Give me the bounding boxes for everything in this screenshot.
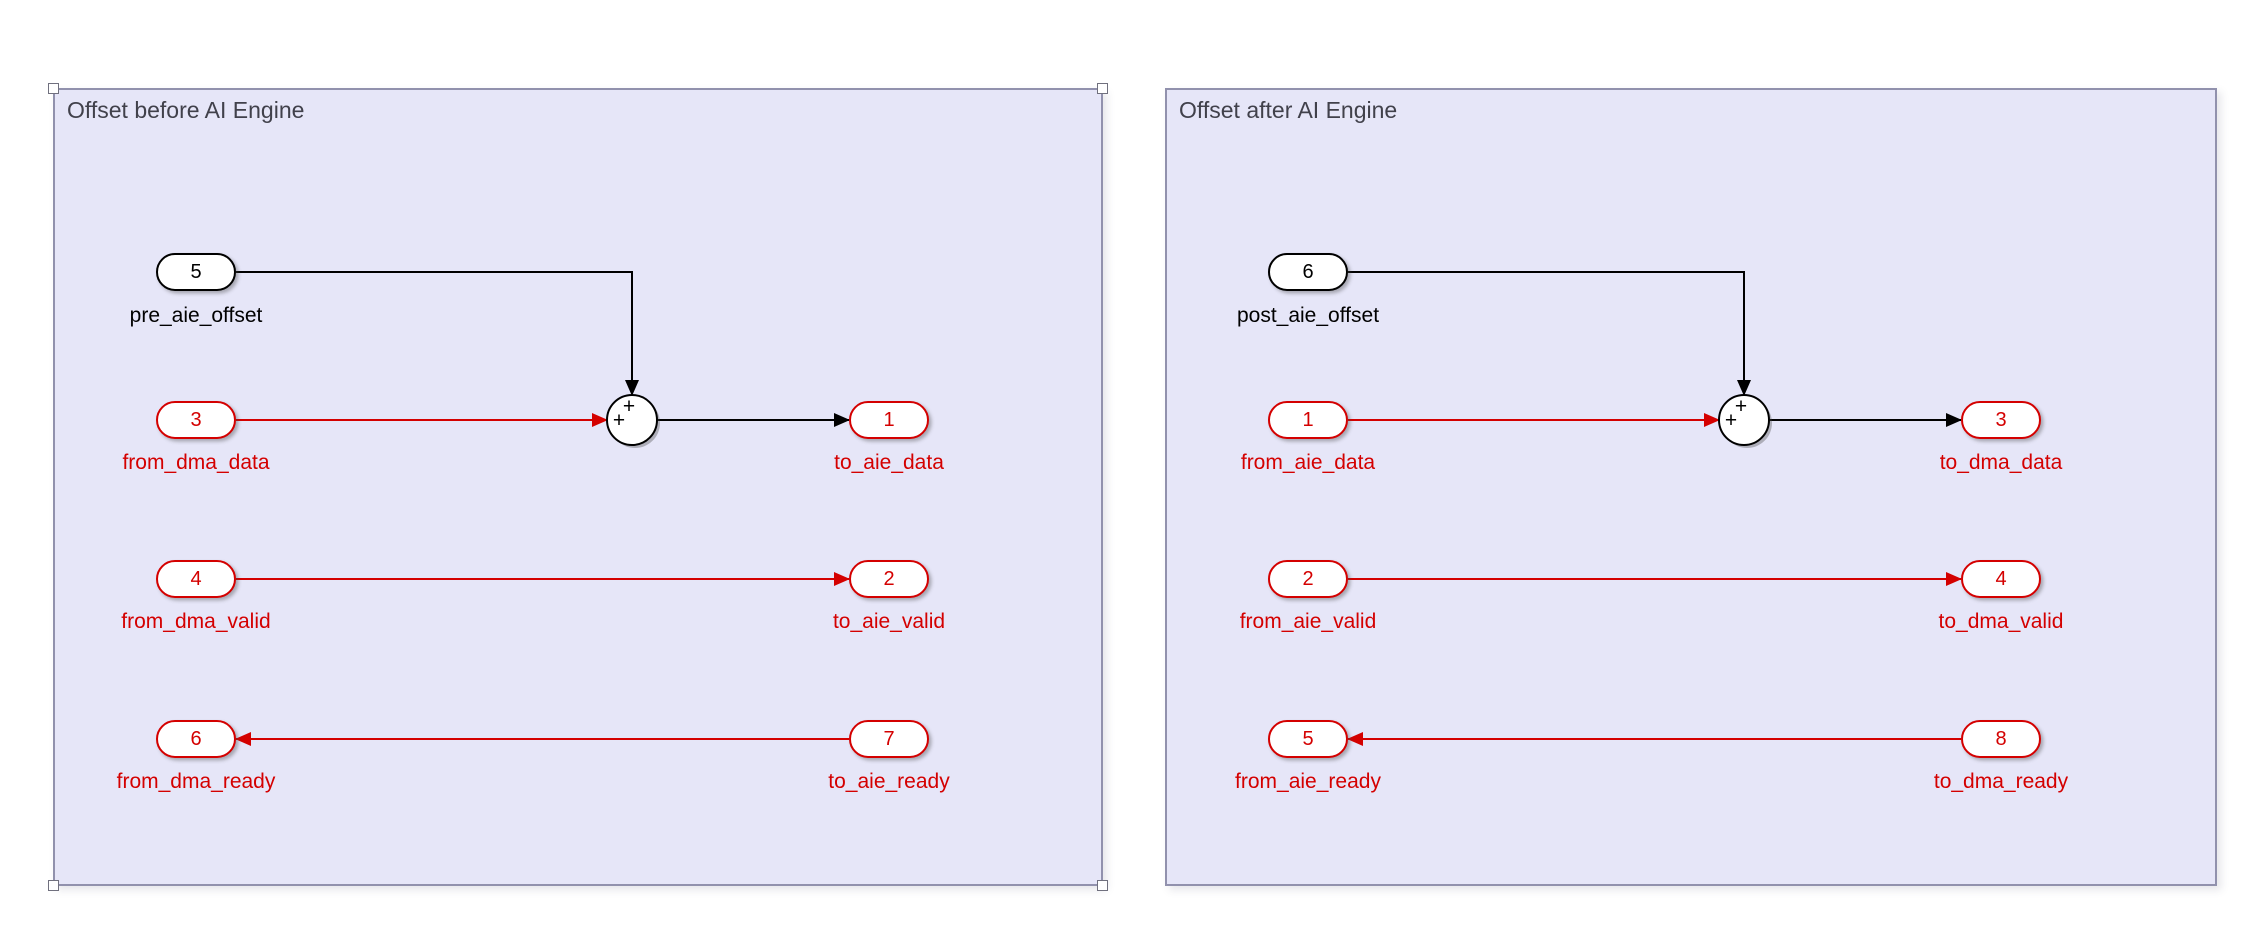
port-to-aie-ready[interactable]: 7 [849, 720, 929, 758]
port-from-aie-ready[interactable]: 5 [1268, 720, 1348, 758]
annotation-area-offset-before-ai-engine[interactable]: Offset before AI Engine + + 5 [48, 83, 1108, 891]
sum-sign-top: + [1735, 395, 1747, 418]
area-title: Offset before AI Engine [67, 97, 305, 123]
port-pre-aie-offset[interactable]: 5 [156, 253, 236, 291]
port-number: 6 [190, 727, 202, 750]
sum-block[interactable] [1718, 394, 1770, 446]
wire-offset-to-sum[interactable] [1348, 271, 1751, 396]
port-number: 5 [1302, 727, 1314, 750]
port-from-aie-data[interactable]: 1 [1268, 401, 1348, 439]
port-label-from-dma-ready: from_dma_ready [116, 770, 276, 793]
port-from-dma-data[interactable]: 3 [156, 401, 236, 439]
port-label-to-aie-valid: to_aie_valid [832, 610, 946, 633]
port-to-aie-data[interactable]: 1 [849, 401, 929, 439]
port-post-aie-offset[interactable]: 6 [1268, 253, 1348, 291]
port-number: 2 [883, 567, 895, 590]
port-label-to-dma-valid: to_dma_valid [1938, 610, 2064, 633]
port-label-to-dma-ready: to_dma_ready [1933, 770, 2069, 793]
port-label-from-aie-data: from_aie_data [1240, 451, 1376, 474]
port-from-aie-valid[interactable]: 2 [1268, 560, 1348, 598]
port-label-to-dma-data: to_dma_data [1939, 451, 2063, 474]
port-label-post-aie-offset: post_aie_offset [1236, 304, 1380, 327]
port-from-dma-valid[interactable]: 4 [156, 560, 236, 598]
port-number: 6 [1302, 260, 1314, 283]
port-to-aie-valid[interactable]: 2 [849, 560, 929, 598]
port-to-dma-valid[interactable]: 4 [1961, 560, 2041, 598]
port-label-from-aie-valid: from_aie_valid [1239, 610, 1377, 633]
selection-handle-bottom-left[interactable] [48, 880, 59, 891]
sum-block[interactable] [606, 394, 658, 446]
annotation-area-offset-after-ai-engine[interactable]: Offset after AI Engine + + 6 [1165, 88, 2217, 886]
port-from-dma-ready[interactable]: 6 [156, 720, 236, 758]
port-number: 4 [1995, 567, 2007, 590]
sum-sign-top: + [623, 395, 635, 418]
port-to-dma-ready[interactable]: 8 [1961, 720, 2041, 758]
port-number: 1 [883, 408, 895, 431]
selection-handle-bottom-right[interactable] [1097, 880, 1108, 891]
port-label-to-aie-data: to_aie_data [834, 451, 944, 474]
port-number: 3 [1995, 408, 2007, 431]
port-label-from-dma-valid: from_dma_valid [121, 610, 271, 633]
signal-wires: + + [1347, 271, 1962, 746]
port-number: 2 [1302, 567, 1314, 590]
port-number: 8 [1995, 727, 2007, 750]
port-label-to-aie-ready: to_aie_ready [828, 770, 950, 793]
sum-sign-left: + [613, 409, 625, 432]
signal-wires: + + [235, 271, 850, 746]
port-number: 4 [190, 567, 202, 590]
selection-handle-top-left[interactable] [48, 83, 59, 94]
sum-sign-left: + [1725, 409, 1737, 432]
selection-handle-top-right[interactable] [1097, 83, 1108, 94]
wire-offset-to-sum[interactable] [236, 271, 639, 396]
port-number: 1 [1302, 408, 1314, 431]
port-label-from-dma-data: from_dma_data [122, 451, 270, 474]
port-label-from-aie-ready: from_aie_ready [1235, 770, 1381, 793]
area-title: Offset after AI Engine [1179, 97, 1398, 123]
port-label-pre-aie-offset: pre_aie_offset [129, 304, 263, 327]
port-number: 7 [883, 727, 895, 750]
port-number: 3 [190, 408, 202, 431]
port-number: 5 [190, 260, 202, 283]
port-to-dma-data[interactable]: 3 [1961, 401, 2041, 439]
